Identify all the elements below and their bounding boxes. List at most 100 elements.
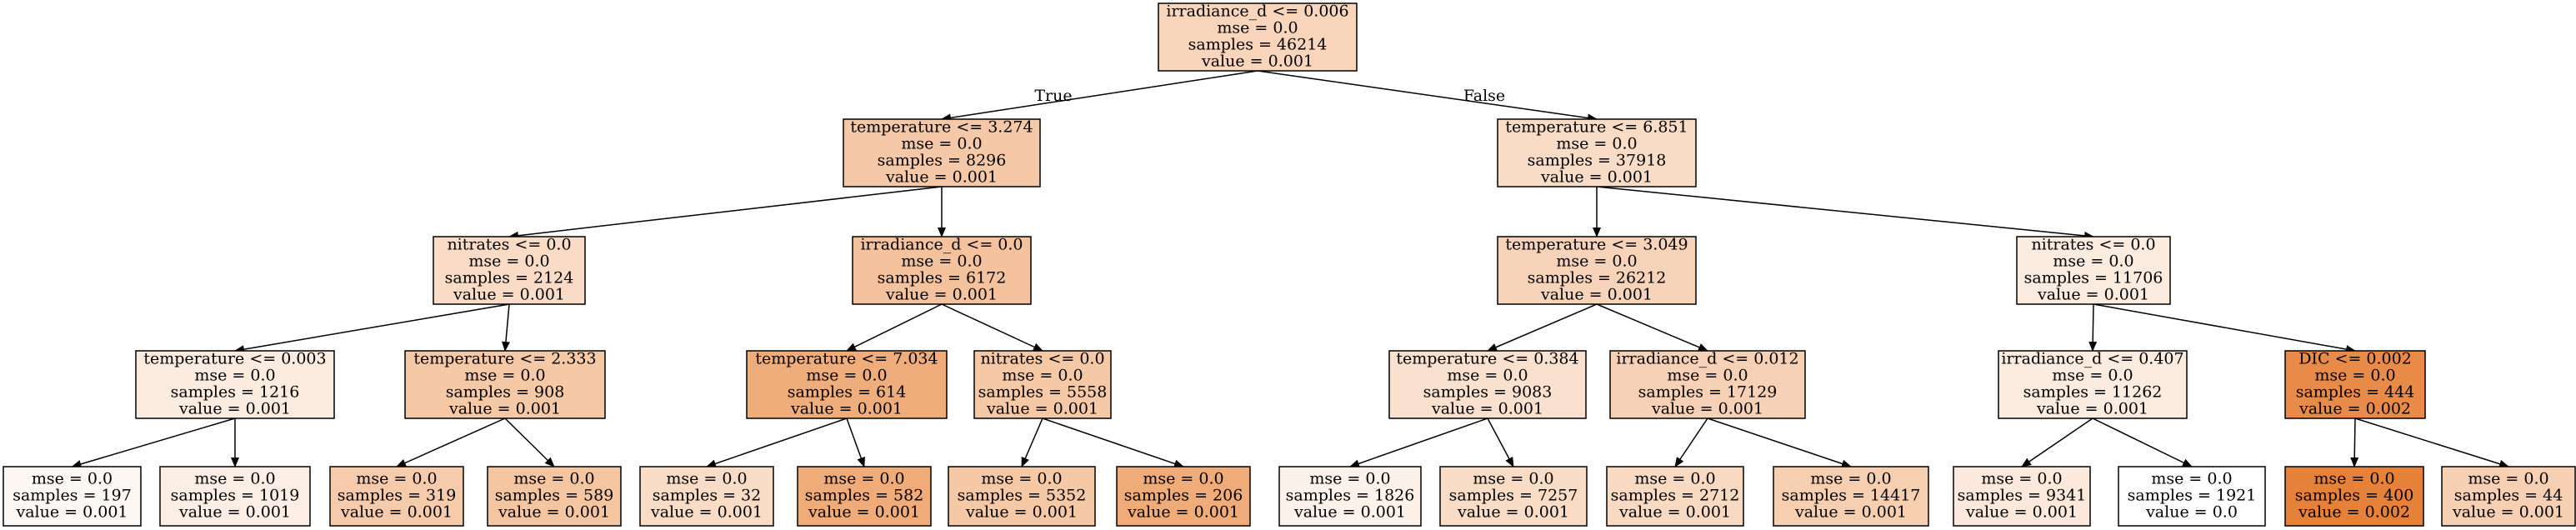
edge-n4-to-n10 bbox=[941, 303, 1043, 352]
node-samples-text: samples = 26212 bbox=[1528, 269, 1667, 288]
node-samples-text: samples = 197 bbox=[13, 487, 132, 505]
node-samples-text: samples = 908 bbox=[446, 383, 565, 402]
node-samples-text: samples = 5352 bbox=[958, 487, 1087, 505]
node-value-text: value = 0.001 bbox=[1618, 503, 1731, 522]
node-mse-text: mse = 0.0 bbox=[468, 252, 549, 271]
node-value-text: value = 0.0 bbox=[2145, 503, 2238, 522]
node-value-text: value = 0.001 bbox=[650, 503, 763, 522]
node-samples-text: samples = 589 bbox=[495, 487, 614, 505]
edge-n12-to-n25 bbox=[1674, 418, 1708, 468]
node-box bbox=[1609, 350, 1806, 419]
node-split-condition-text: temperature <= 7.034 bbox=[755, 350, 938, 368]
node-mse-text: mse = 0.0 bbox=[1143, 470, 1223, 488]
node-mse-text: mse = 0.0 bbox=[356, 470, 437, 488]
node-mse-text: mse = 0.0 bbox=[2314, 367, 2395, 385]
edge-n13-to-n27 bbox=[2021, 418, 2093, 468]
node-value-text: value = 0.001 bbox=[1431, 400, 1543, 418]
node-split-condition-text: nitrates <= 0.0 bbox=[2031, 236, 2155, 254]
node-split-condition-text: DIC <= 0.002 bbox=[2298, 350, 2412, 368]
node-split-condition-text: irradiance_d <= 0.0 bbox=[860, 236, 1023, 254]
node-value-text: value = 0.001 bbox=[1651, 400, 1763, 418]
node-value-text: value = 0.001 bbox=[1965, 503, 2078, 522]
node-box bbox=[2016, 236, 2171, 305]
edge-n0-to-n1 bbox=[941, 70, 1258, 122]
node-mse-text: mse = 0.0 bbox=[901, 135, 982, 153]
node-mse-text: mse = 0.0 bbox=[1556, 135, 1637, 153]
edge-n13-to-n28 bbox=[2092, 418, 2193, 468]
node-mse-text: mse = 0.0 bbox=[513, 470, 594, 488]
edge-n9-to-n19 bbox=[706, 418, 848, 468]
node-box bbox=[1497, 236, 1697, 305]
node-samples-text: samples = 582 bbox=[805, 487, 924, 505]
node-value-text: value = 0.002 bbox=[2298, 503, 2410, 522]
node-samples-text: samples = 37918 bbox=[1528, 152, 1667, 170]
node-box bbox=[746, 350, 948, 419]
node-box bbox=[2284, 350, 2426, 419]
edge-n5-to-n11 bbox=[1487, 303, 1598, 352]
node-mse-text: mse = 0.0 bbox=[1447, 367, 1528, 385]
node-value-text: value = 0.001 bbox=[986, 400, 1098, 418]
node-value-text: value = 0.001 bbox=[178, 400, 291, 418]
node-value-text: value = 0.001 bbox=[885, 286, 998, 304]
edge-n2-to-n6 bbox=[1596, 186, 2094, 240]
node-box bbox=[3, 466, 142, 527]
node-value-text: value = 0.001 bbox=[178, 503, 291, 522]
tree-edges bbox=[71, 70, 2509, 468]
node-mse-text: mse = 0.0 bbox=[806, 367, 887, 385]
edge-n14-to-n30 bbox=[2354, 418, 2509, 468]
node-box bbox=[1606, 466, 1744, 527]
edge-n4-to-n9 bbox=[846, 303, 943, 352]
node-mse-text: mse = 0.0 bbox=[2052, 367, 2133, 385]
node-box bbox=[1278, 466, 1422, 527]
node-mse-text: mse = 0.0 bbox=[194, 470, 275, 488]
node-mse-text: mse = 0.0 bbox=[32, 470, 113, 488]
edge-n14-to-n29 bbox=[2350, 418, 2359, 468]
node-box bbox=[1773, 466, 1929, 527]
edge-n11-to-n23 bbox=[1349, 418, 1488, 468]
node-mse-text: mse = 0.0 bbox=[1810, 470, 1891, 488]
node-box bbox=[2441, 466, 2576, 527]
node-samples-text: samples = 444 bbox=[2296, 383, 2415, 402]
node-split-condition-text: nitrates <= 0.0 bbox=[980, 350, 1104, 368]
edge-n11-to-n24 bbox=[1487, 418, 1514, 468]
node-samples-text: samples = 1019 bbox=[171, 487, 300, 505]
node-box bbox=[973, 350, 1112, 419]
node-box bbox=[843, 118, 1041, 188]
node-split-condition-text: temperature <= 0.003 bbox=[143, 350, 326, 368]
node-box bbox=[1388, 350, 1587, 419]
node-samples-text: samples = 206 bbox=[1124, 487, 1243, 505]
node-mse-text: mse = 0.0 bbox=[464, 367, 545, 385]
edge-n6-to-n14 bbox=[2093, 303, 2356, 353]
node-mse-text: mse = 0.0 bbox=[2053, 252, 2133, 271]
node-box bbox=[852, 236, 1032, 305]
edge-n10-to-n22 bbox=[1042, 418, 1184, 468]
node-mse-text: mse = 0.0 bbox=[981, 470, 1062, 488]
edge-n3-to-n8 bbox=[501, 303, 510, 352]
tree-edge-labels: True False bbox=[1034, 87, 1505, 105]
node-mse-text: mse = 0.0 bbox=[1981, 470, 2062, 488]
node-value-text: value = 0.001 bbox=[885, 168, 998, 187]
node-value-text: value = 0.001 bbox=[15, 503, 128, 522]
node-samples-text: samples = 46214 bbox=[1188, 36, 1328, 54]
node-box bbox=[1497, 118, 1697, 188]
node-box bbox=[948, 466, 1096, 527]
